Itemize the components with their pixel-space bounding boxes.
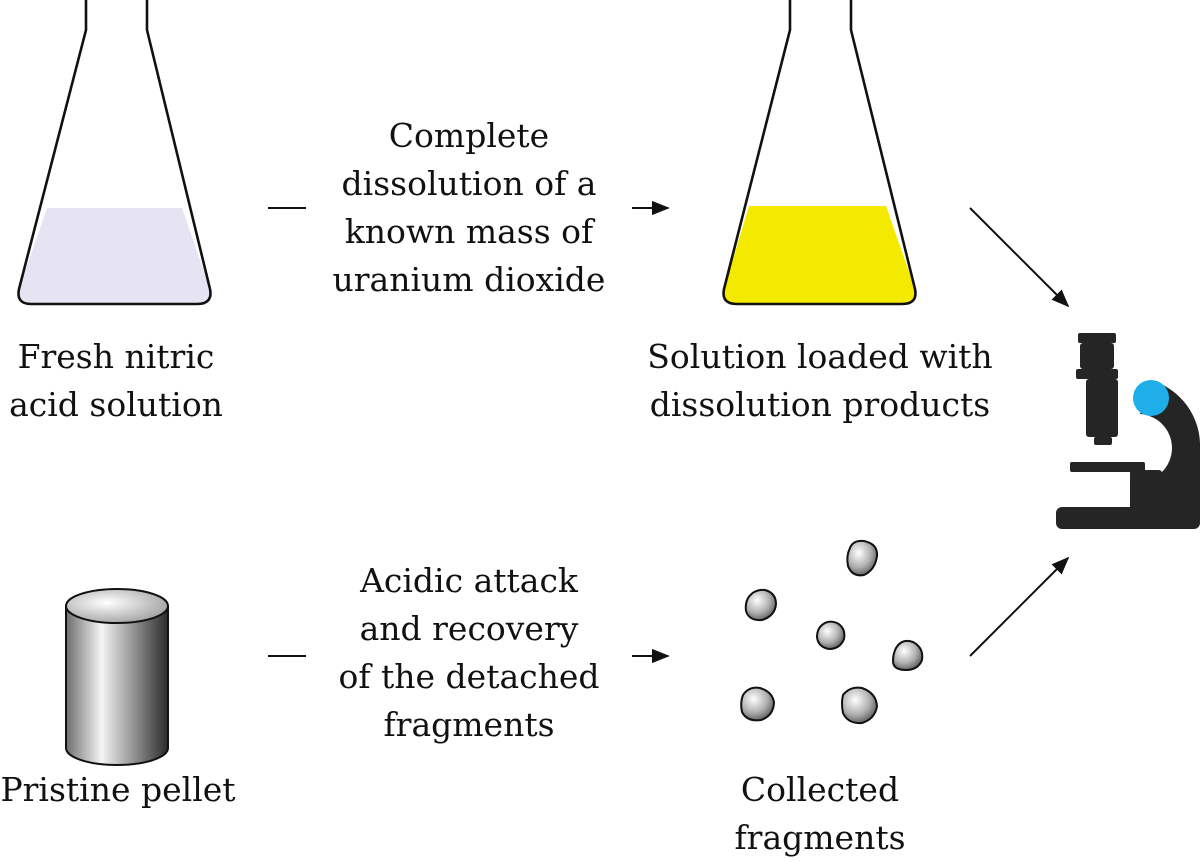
loaded-solution-label: Solution loaded with dissolution product… [630, 333, 1010, 429]
fragments-to-microscope-arrow-icon [969, 556, 1070, 657]
collected-fragments-group [740, 539, 924, 725]
acidic-attack-step-label: Acidic attack and recovery of the detach… [316, 557, 622, 749]
fresh-solution-label-line2: acid solution [9, 385, 223, 424]
fragment-icon [815, 620, 846, 651]
pristine-pellet-label: Pristine pellet [0, 766, 236, 814]
microscope-icon [1056, 333, 1200, 529]
collected-fragments-label-line2: fragments [734, 818, 906, 857]
acidic-attack-step-line1: Acidic attack [360, 561, 578, 600]
loaded-solution-label-line1: Solution loaded with [647, 337, 993, 376]
acidic-attack-step-line3: of the detached [338, 657, 600, 696]
fresh-solution-flask-icon [17, 0, 212, 306]
loaded-solution-flask-icon [722, 0, 917, 306]
microscope-lens-icon [1133, 380, 1169, 416]
dissolution-step-line4: uranium dioxide [332, 260, 606, 299]
collected-fragments-label-line1: Collected [740, 770, 900, 809]
fragment-icon [841, 686, 879, 725]
fragment-icon [891, 639, 924, 672]
fragment-icon [740, 686, 776, 722]
collected-fragments-label: Collected fragments [700, 766, 940, 862]
dissolution-step-line1: Complete [388, 116, 550, 155]
pristine-pellet-label-text: Pristine pellet [0, 770, 236, 809]
dissolution-step-line2: dissolution of a [341, 164, 597, 203]
fragment-icon [846, 539, 879, 577]
solution-to-microscope-arrow-icon [969, 207, 1070, 308]
acidic-attack-step-line4: fragments [383, 705, 555, 744]
dissolution-step-line3: known mass of [344, 212, 594, 251]
pristine-pellet-icon [65, 588, 169, 766]
acidic-attack-step-line2: and recovery [359, 609, 579, 648]
fragment-icon [744, 588, 778, 622]
fresh-solution-label: Fresh nitric acid solution [0, 333, 232, 429]
fresh-solution-label-line1: Fresh nitric [17, 337, 215, 376]
dissolution-step-label: Complete dissolution of a known mass of … [316, 112, 622, 304]
loaded-solution-label-line2: dissolution products [649, 385, 991, 424]
